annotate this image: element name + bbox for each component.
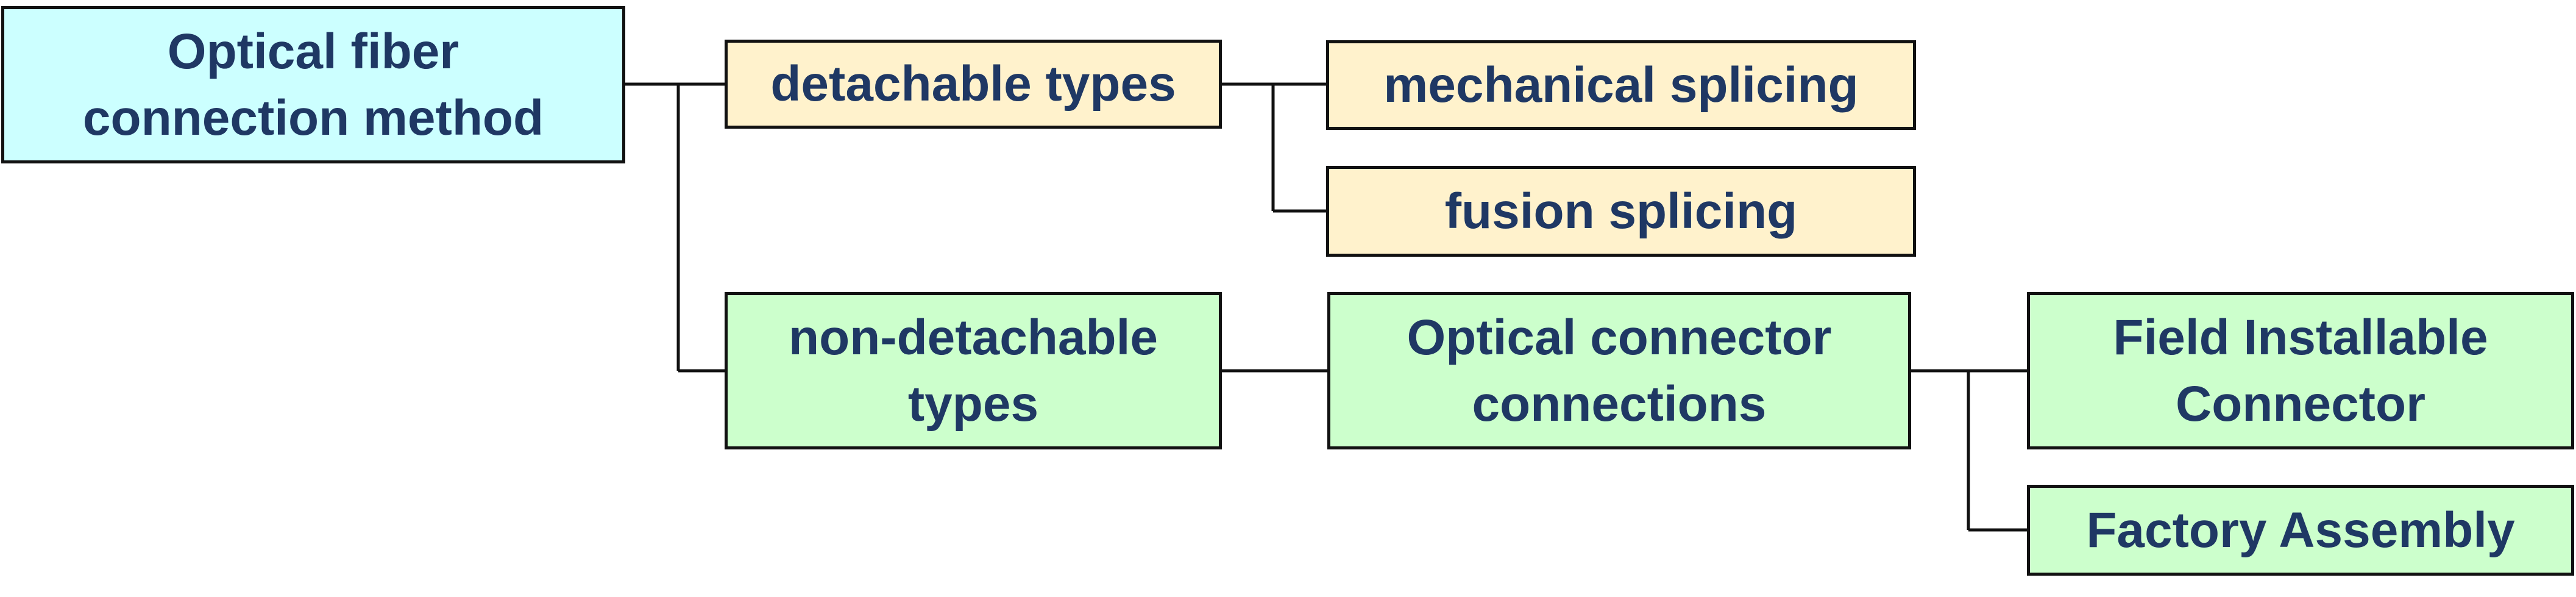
optical-connector-connections-box: Optical connector connections bbox=[1327, 292, 1911, 449]
fusion-splicing-label: fusion splicing bbox=[1444, 183, 1798, 239]
optical-connector-connections-label: Optical connector connections bbox=[1407, 309, 1832, 432]
root-node-label: Optical fiber connection method bbox=[82, 23, 544, 146]
root-node-box: Optical fiber connection method bbox=[1, 6, 625, 163]
field-installable-connector-label: Field Installable Connector bbox=[2113, 309, 2488, 432]
non-detachable-types-label: non-detachable types bbox=[789, 309, 1158, 432]
factory-assembly-box: Factory Assembly bbox=[2027, 485, 2574, 576]
factory-assembly-label: Factory Assembly bbox=[2086, 502, 2515, 558]
field-installable-connector-box: Field Installable Connector bbox=[2027, 292, 2574, 449]
detachable-types-box: detachable types bbox=[725, 40, 1222, 129]
mechanical-splicing-box: mechanical splicing bbox=[1326, 40, 1916, 130]
fusion-splicing-box: fusion splicing bbox=[1326, 166, 1916, 257]
non-detachable-types-box: non-detachable types bbox=[725, 292, 1222, 449]
detachable-types-label: detachable types bbox=[770, 56, 1176, 112]
mechanical-splicing-label: mechanical splicing bbox=[1383, 57, 1859, 113]
